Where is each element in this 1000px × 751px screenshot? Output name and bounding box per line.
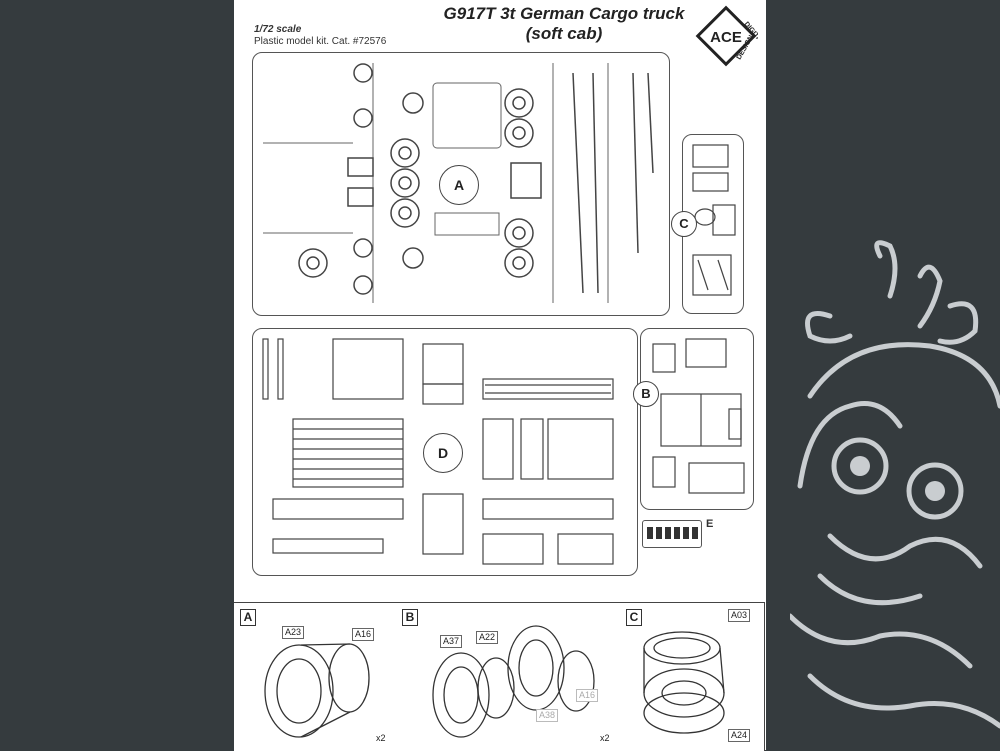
- panel-c-callout-2: A24: [728, 729, 751, 742]
- svg-text:ACE: ACE: [710, 29, 742, 46]
- wheel-drawing-b: [432, 625, 595, 738]
- panel-c-callout-1: A03: [728, 609, 751, 622]
- title: G917T 3t German Cargo truck (soft cab): [414, 4, 714, 44]
- panel-a-tag: A: [240, 609, 256, 626]
- sprue-a-parts: [263, 63, 654, 303]
- sprue-d-label: D: [423, 433, 463, 473]
- panel-b-tag: B: [402, 609, 418, 626]
- ace-logo: ACE DIGITAL DESIGN: [695, 5, 758, 67]
- sprue-c-parts: [692, 144, 736, 296]
- sprue-b-parts: [652, 338, 745, 494]
- scale-label: 1/72 scale: [254, 24, 302, 35]
- assembly-panel-b: B A37 A22 A16 A38 x2: [396, 602, 621, 751]
- panel-b-multiplier: x2: [600, 733, 610, 743]
- title-line-1: G917T 3t German Cargo truck: [443, 4, 685, 23]
- wheel-drawing-c: [643, 631, 725, 734]
- wheel-drawing-a: [264, 643, 370, 738]
- assembly-panel-c: C A03 A24: [620, 602, 765, 751]
- sprue-a: A: [252, 52, 670, 316]
- panel-b-callout-3: A16: [576, 689, 599, 702]
- mascot-watermark: [790, 240, 1000, 729]
- sprue-e-parts: [647, 527, 698, 539]
- sprue-c-label: C: [671, 211, 697, 237]
- sprue-e: [642, 520, 702, 548]
- panel-b-callout-4: A38: [536, 709, 559, 722]
- sprue-d: D: [252, 328, 638, 576]
- panel-b-callout-1: A37: [440, 635, 463, 648]
- panel-a-callout-2: A16: [352, 628, 375, 641]
- sprue-b: B: [633, 328, 754, 510]
- sprue-a-label: A: [439, 165, 479, 205]
- panel-b-callout-2: A22: [476, 631, 499, 644]
- title-line-2: (soft cab): [525, 24, 603, 43]
- kit-info: Plastic model kit. Cat. #72576: [254, 36, 387, 47]
- sprue-e-label: E: [706, 518, 714, 530]
- assembly-panel-a: A A23 A16 x2: [234, 602, 397, 751]
- panel-a-multiplier: x2: [376, 733, 386, 743]
- sprue-d-parts: [262, 338, 614, 565]
- instruction-sheet: G917T 3t German Cargo truck (soft cab) 1…: [234, 0, 766, 751]
- sprue-c: C: [671, 134, 744, 314]
- sprue-b-label: B: [633, 381, 659, 407]
- panel-a-callout-1: A23: [282, 626, 305, 639]
- panel-c-tag: C: [626, 609, 642, 626]
